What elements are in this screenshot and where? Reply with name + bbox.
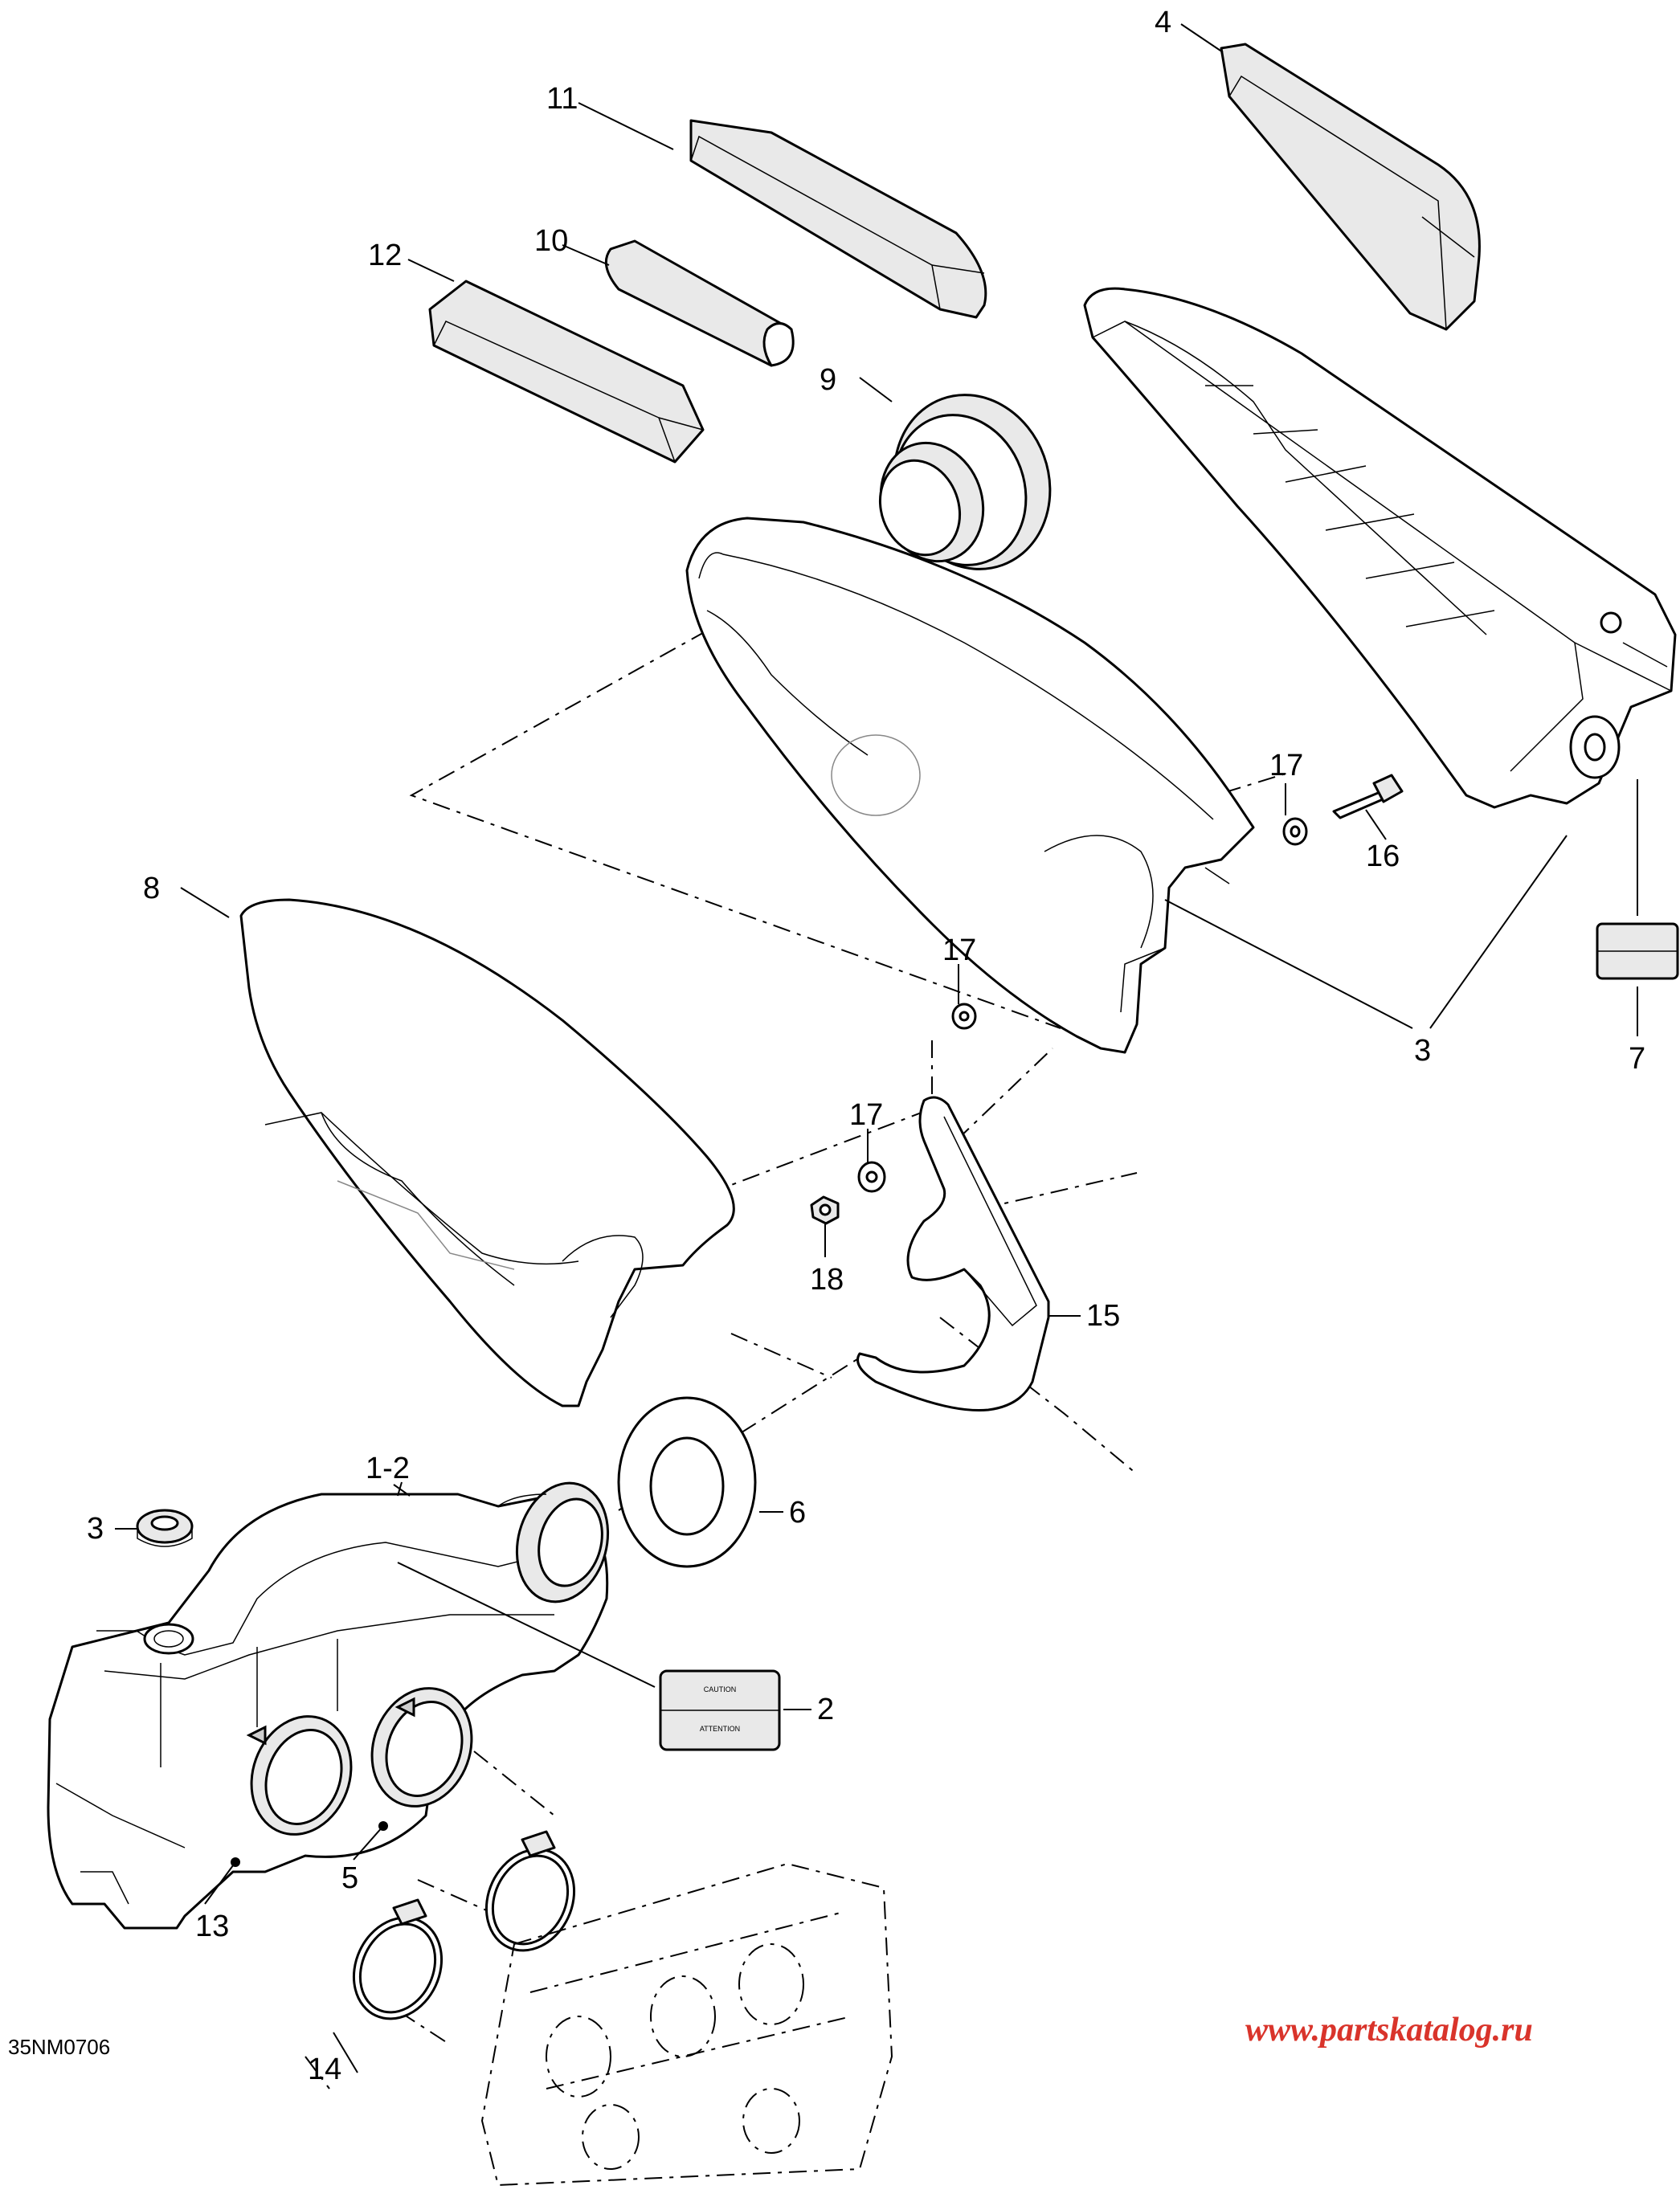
caution-decal-part-2: CAUTION ATTENTION [659,1669,781,1751]
foam-roll-part-11 [604,239,795,367]
callout-numbers: 4 11 12 10 9 8 17 16 17 17 18 15 6 1-2 3… [87,6,1645,2086]
callout-17-middle: 17 [942,933,976,967]
callout-2: 2 [817,1693,834,1726]
callout-11: 10 [534,224,568,258]
grommet-part-7 [878,394,1052,570]
callout-5: 3 [1414,1034,1431,1068]
callout-17-lower: 17 [849,1098,883,1132]
drawing-code: 35NM0706 [8,2035,110,2059]
callout-1-2: 1-2 [366,1452,410,1485]
callout-3-upper: 5 [341,1861,358,1895]
callout-6: 4 [1155,6,1171,39]
callout-10: 8 [143,872,160,905]
foam-block-part-6 [1220,43,1481,331]
decal-part-9 [1596,922,1679,980]
air-box-part-1-2 [47,1481,610,1930]
foam-block-part-13 [428,280,705,464]
silencer-cover-part-10 [239,898,735,1407]
gasket-ring-part-8 [617,1396,757,1568]
callout-3-lower: 13 [195,1910,229,1943]
callout-7: 9 [820,363,836,397]
foam-block-part-12 [689,119,987,319]
callout-17-upper: 17 [1269,749,1303,782]
watermark-text: www.partskatalog.ru [1245,2012,1533,2049]
callout-13: 12 [368,239,402,272]
callout-12: 11 [546,82,578,116]
callout-4: 3 [87,1512,104,1546]
silencer-upper-housing-part-5 [1083,287,1677,809]
grommet-part-4 [136,1509,194,1547]
callout-15: 15 [1086,1299,1120,1333]
callout-18: 18 [810,1263,844,1297]
callout-leader-lines [115,23,1638,2073]
decal-caution-text: CAUTION [704,1685,737,1693]
decal-attention-text: ATTENTION [700,1725,740,1733]
callout-14: 14 [308,2053,341,2086]
bracket-part-15 [856,1096,1050,1412]
silencer-lower-housing-part-5 [685,517,1255,1054]
callout-16: 16 [1366,839,1400,873]
clamps-part-3-and-14 [352,1830,576,2020]
callout-8: 6 [789,1496,806,1530]
engine-reference-outline [480,1862,893,2187]
callout-9: 7 [1629,1042,1645,1076]
hardware [810,774,1404,1225]
